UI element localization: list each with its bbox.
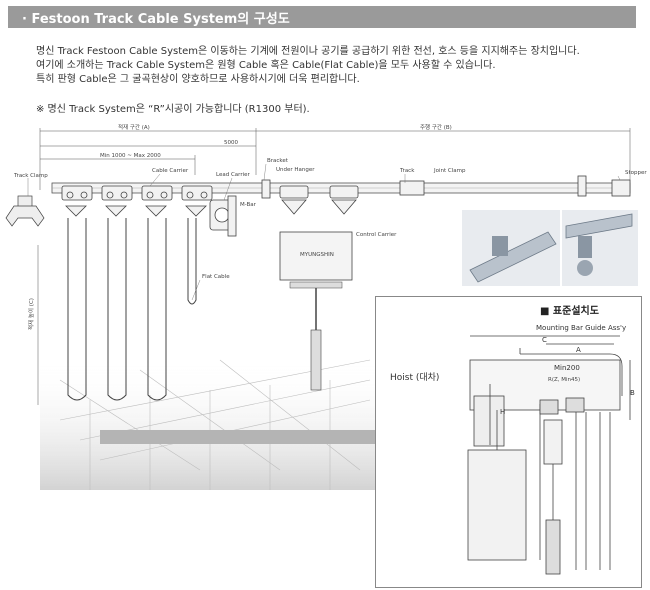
inset-dim-minrt: R(Z, Min45) [548,377,580,383]
lead-carrier [209,195,237,237]
section-header: · Festoon Track Cable System의 구성도 [8,6,636,28]
inset-dim-h: H [500,408,505,416]
inset-dim-c: C [542,336,547,344]
inset-dim-min200: Min200 [554,364,580,372]
dimension-vertical: 적재 높이 (C) [27,298,35,330]
photo-bracket [462,210,560,286]
dimension-range: Min 1000 ~ Max 2000 [100,153,161,159]
label-control-carrier: Control Carrier [356,232,397,238]
description-note: ※ 명신 Track System은 “R”시공이 가능합니다 (R1300 부… [36,104,310,115]
label-m-bar: M-Bar [240,202,257,208]
dimension-a: 적재 구간 (A) [118,123,150,131]
under-hanger [261,179,359,215]
track-clamp [5,195,45,227]
label-joint-clamp: Joint Clamp [433,168,466,174]
inset-mounting-label: Mounting Bar Guide Ass'y [536,324,626,332]
label-stopper: Stopper [625,170,647,176]
label-track: Track [399,168,415,174]
label-cable-carrier: Cable Carrier [152,168,189,174]
control-carrier-box [279,231,353,391]
inset-dim-b: B [630,389,635,397]
inset-dim-a: A [576,346,581,354]
dimension-lines [37,128,631,405]
photo-hanger [562,210,638,286]
label-lead-carrier: Lead Carrier [216,172,251,178]
cable-carriers [61,185,213,217]
joint-clamp [399,180,425,196]
dimension-total: 5000 [224,140,238,146]
box-brand: MYUNGSHIN [300,252,334,258]
description-line-2: 여기에 소개하는 Track Cable System은 원형 Cable 혹은… [36,60,496,71]
label-track-clamp: Track Clamp [13,173,48,179]
description-line-1: 명신 Track Festoon Cable System은 이동하는 기계에 … [36,46,580,57]
label-flat-cable: Flat Cable [202,274,230,280]
flat-cable-loops [67,218,197,401]
section-title: · Festoon Track Cable System의 구성도 [22,12,290,27]
stopper [577,175,631,197]
leader-lines [27,163,621,301]
inset-hoist-label: Hoist (대차) [390,371,439,383]
description-line-3: 특히 판형 Cable은 그 굴곡현상이 양호하므로 사용하시기에 더욱 편리합… [36,74,360,85]
dimension-b: 주행 구간 (B) [420,123,452,131]
inset-title: ■ 표준설치도 [540,306,599,317]
label-under-hanger: Under Hanger [276,167,315,173]
label-bracket: Bracket [267,158,289,164]
